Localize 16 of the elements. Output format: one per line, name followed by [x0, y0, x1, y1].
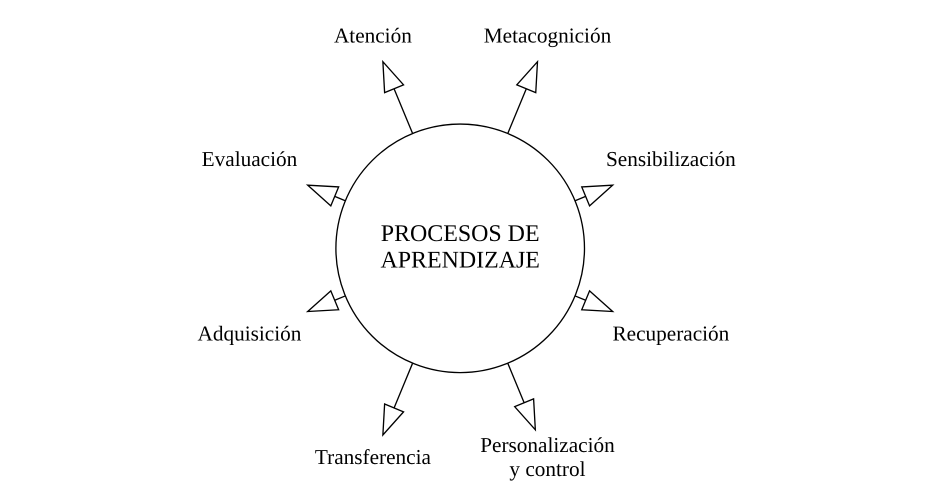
arrow [382, 363, 413, 437]
arrow [574, 290, 614, 312]
node-text: Personalización y control [480, 433, 614, 482]
arrow [305, 184, 345, 207]
node-text: Evaluación [201, 147, 297, 172]
arrow [574, 184, 614, 207]
node-text: Transferencia [314, 445, 430, 470]
node-text: Metacognición [483, 24, 611, 48]
arrow [305, 290, 345, 312]
arrow [506, 60, 538, 134]
arrow [506, 363, 536, 432]
node-text: Sensibilización [605, 147, 736, 172]
arrow [382, 60, 413, 134]
node-text: Atención [333, 24, 412, 48]
node-text: Recuperación [612, 322, 729, 346]
node-text: Adquisición [197, 322, 301, 346]
